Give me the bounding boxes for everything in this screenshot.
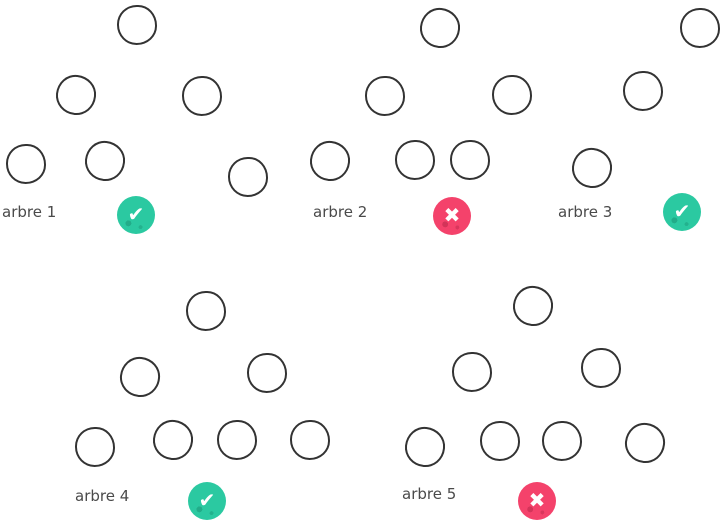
tree-5-label: arbre 5 [402,485,457,503]
tree-5-node-6 [542,421,582,461]
tree-3-label: arbre 3 [558,203,613,221]
check-icon: ✔ [127,202,145,226]
tree-1-check-badge: ✔ [117,196,155,234]
tree-1-node-3 [182,76,222,116]
cross-icon: ✖ [528,488,546,512]
tree-2-node-5 [395,140,435,180]
tree-5-node-4 [403,425,447,469]
tree-1-node-6 [228,157,268,197]
check-icon: ✔ [673,199,691,223]
tree-2-node-6 [450,140,490,180]
tree-5-node-1 [511,284,555,328]
tree-4-node-7 [290,420,330,460]
tree-5-node-2 [452,352,492,392]
cross-icon: ✖ [443,203,461,227]
tree-4-check-badge: ✔ [188,482,226,520]
tree-2-node-2 [365,76,405,116]
tree-4-node-6 [217,420,257,460]
tree-3-node-2 [623,71,663,111]
tree-3-check-badge: ✔ [663,193,701,231]
tree-2-node-3 [492,75,532,115]
tree-4-label: arbre 4 [75,487,130,505]
tree-5-node-7 [623,421,667,465]
tree-5-node-3 [581,348,621,388]
tree-1-node-1 [117,5,157,45]
check-icon: ✔ [198,488,216,512]
tree-2-cross-badge: ✖ [433,197,471,235]
tree-5-cross-badge: ✖ [518,482,556,520]
tree-4-node-1 [186,291,226,331]
tree-1-label: arbre 1 [2,203,57,221]
tree-4-node-4 [75,427,115,467]
tree-3-node-1 [680,8,720,48]
tree-4-node-3 [247,353,287,393]
tree-2-label: arbre 2 [313,203,368,221]
tree-5-node-5 [480,421,520,461]
tree-1-node-4 [6,144,46,184]
